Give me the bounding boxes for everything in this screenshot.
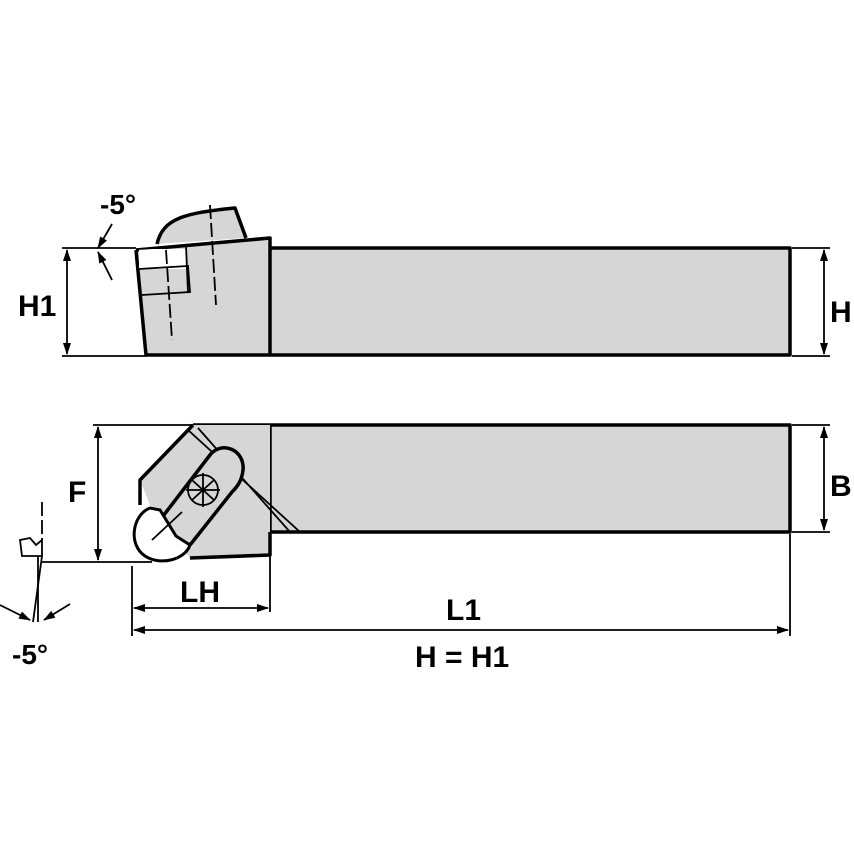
side-shank — [270, 248, 790, 355]
h-label: H — [830, 296, 852, 329]
side-view: H1 -5° H — [18, 189, 852, 357]
top-view: F B -5° LH L1 — [0, 423, 852, 670]
insert-profile-icon — [19, 537, 43, 557]
round-insert — [132, 506, 192, 563]
f-label: F — [68, 476, 86, 509]
lh-label: LH — [180, 576, 220, 609]
h1-label: H1 — [18, 290, 56, 323]
top-clamp — [160, 447, 244, 548]
side-shank-outline — [270, 246, 792, 357]
side-insert — [138, 265, 191, 296]
side-clamp — [157, 208, 245, 244]
equality-note: H = H1 — [415, 641, 509, 674]
lead-angle-label: -5° — [12, 639, 48, 670]
l1-label: L1 — [446, 594, 481, 627]
top-shank — [270, 425, 790, 532]
rake-angle-label: -5° — [100, 189, 136, 220]
b-label: B — [830, 470, 852, 503]
